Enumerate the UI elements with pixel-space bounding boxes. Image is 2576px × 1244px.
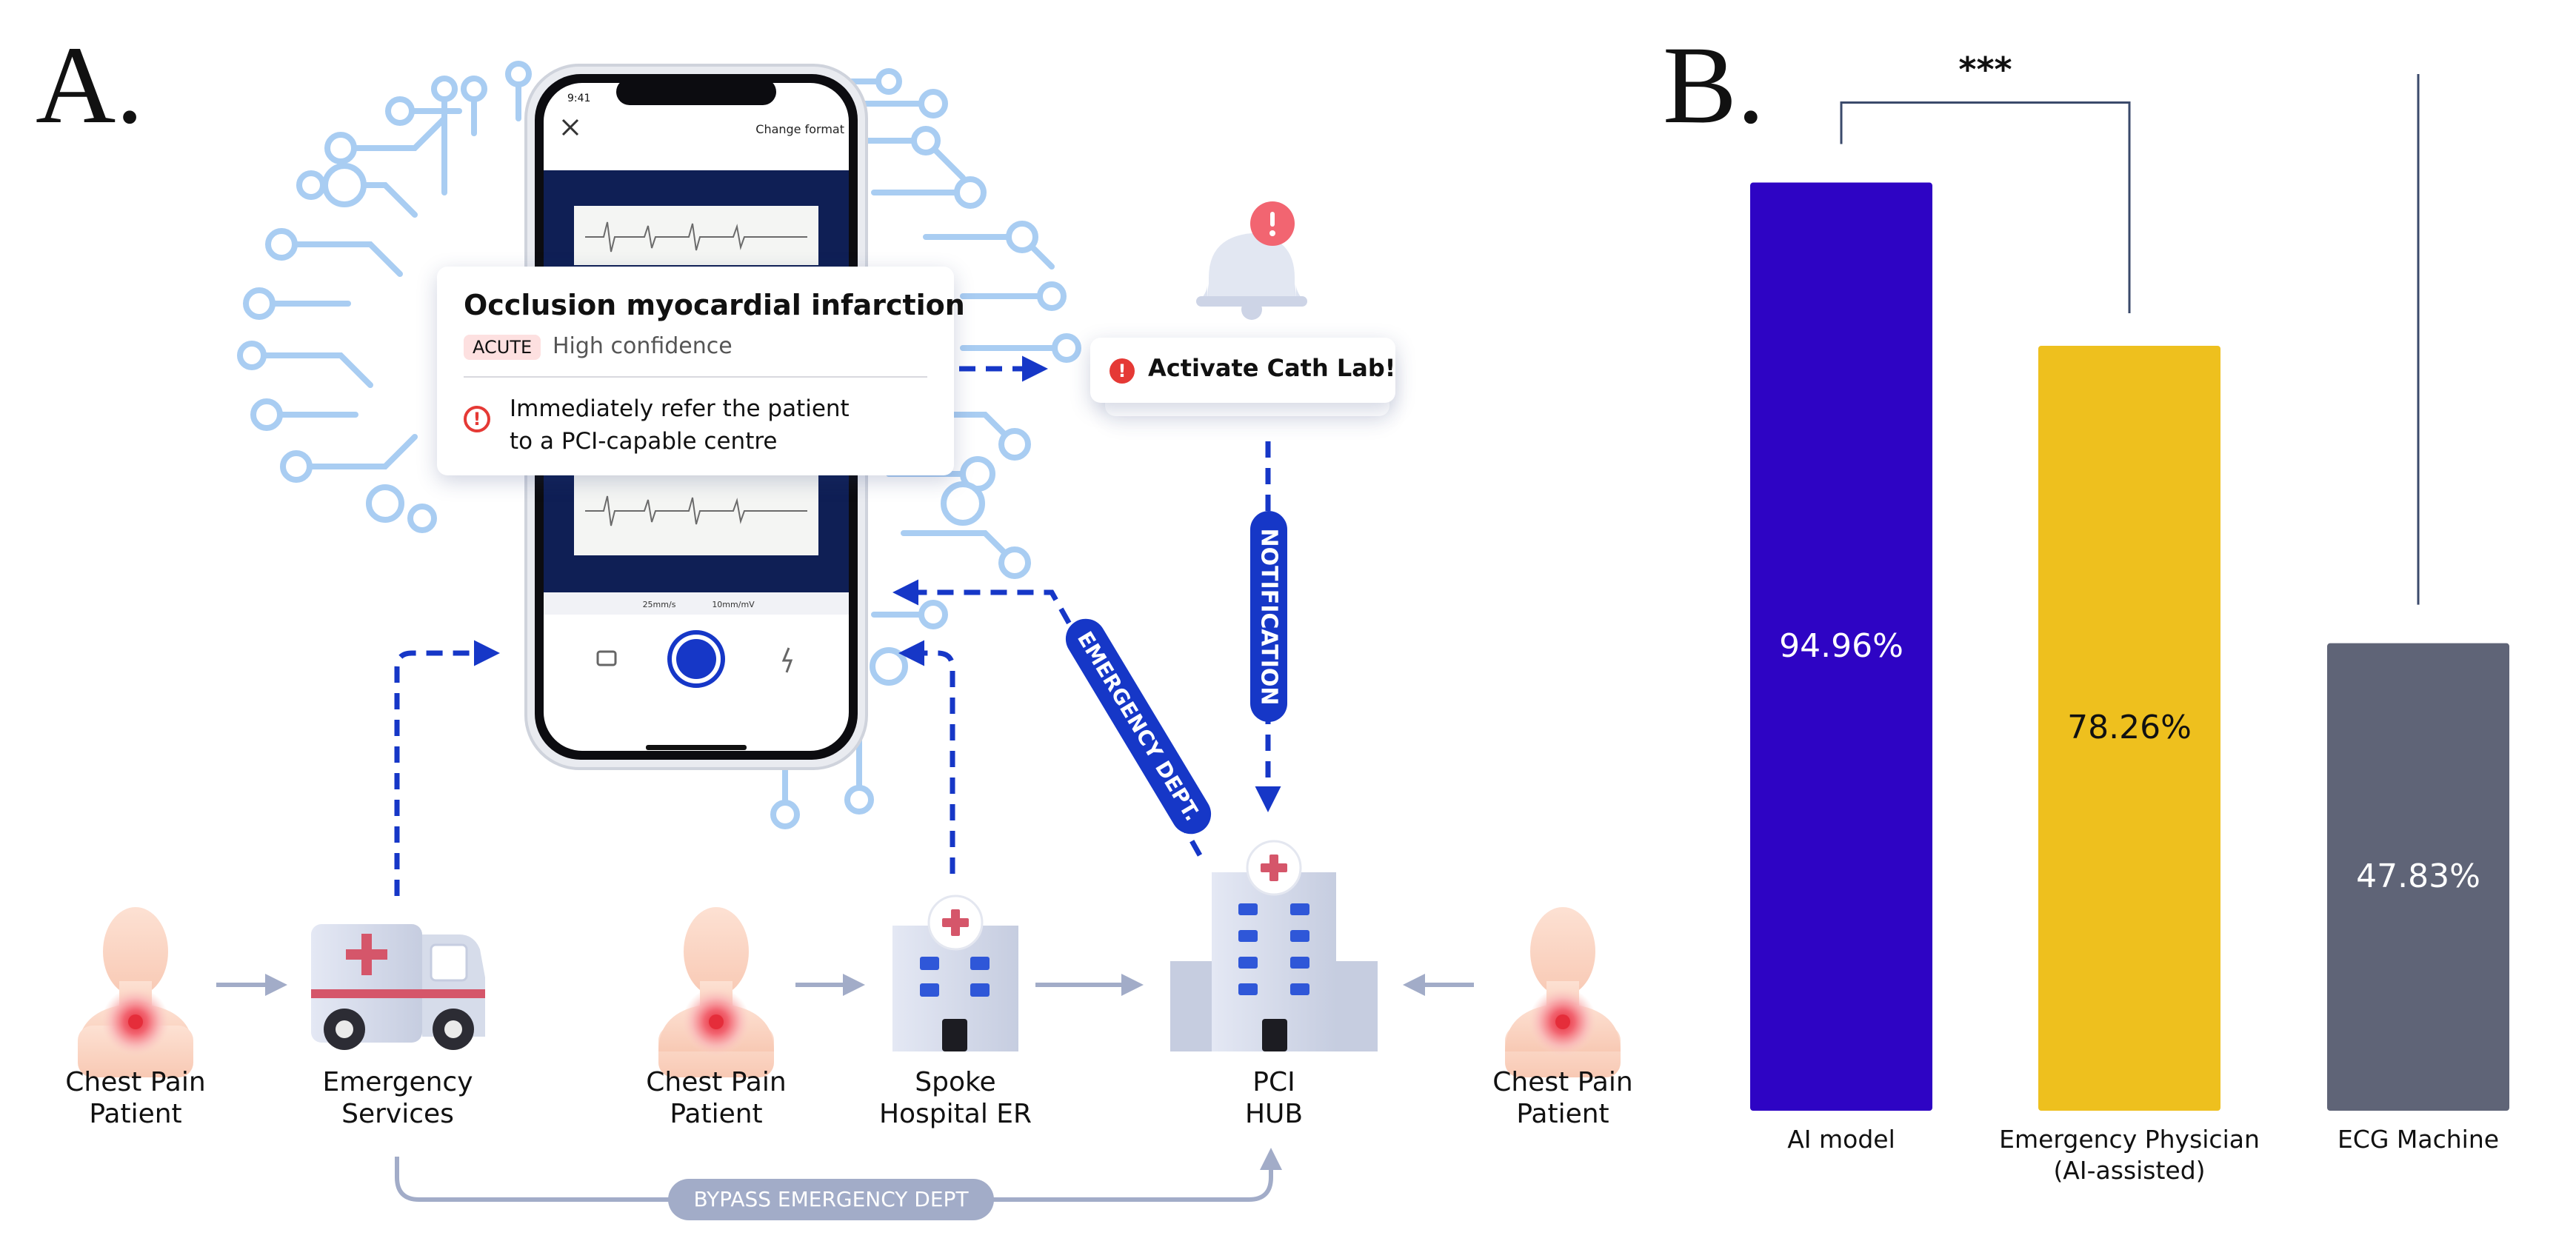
panel-a-letter: A. <box>36 24 144 147</box>
patient-icon-3 <box>1505 907 1621 1077</box>
warning-icon: ! <box>464 406 490 432</box>
advice-line-1: Immediately refer the patient <box>510 395 850 422</box>
ambulance-icon <box>311 924 485 1050</box>
change-format-link[interactable]: Change format <box>755 122 844 136</box>
significance-bracket-inner-stars: *** <box>1958 49 2012 90</box>
accuracy-bar-chart: 94.96% AI model 78.26% Emergency Physician(… <box>1704 0 2576 1244</box>
spoke-hospital-icon <box>892 894 1018 1051</box>
notification-pill: NOTIFICATION <box>1250 511 1287 722</box>
confidence-label: High confidence <box>553 333 733 359</box>
cath-lab-alert[interactable]: ! Activate Cath Lab! <box>1090 338 1395 403</box>
circuit-nodes <box>237 61 1081 829</box>
patient-icon-2 <box>658 907 774 1077</box>
bar-category-label-3: ECG Machine <box>2337 1125 2500 1154</box>
significance-bracket-outer-stars: *** <box>2086 0 2175 2</box>
bell-alert-icon <box>1196 201 1307 320</box>
bar-value-label-1: 94.96% <box>1779 627 1903 666</box>
bar-chart-svg <box>1750 74 2509 1111</box>
alert-label: Activate Cath Lab! <box>1148 354 1396 382</box>
gain-label: 10mm/mV <box>712 600 755 609</box>
paper-speed-label: 25mm/s <box>643 600 676 609</box>
bypass-label: BYPASS EMERGENCY DEPT <box>693 1187 969 1211</box>
alert-icon: ! <box>1110 358 1135 384</box>
notification-label: NOTIFICATION <box>1255 527 1282 706</box>
result-title: Occlusion myocardial infarction <box>464 289 965 321</box>
bypass-pill: BYPASS EMERGENCY DEPT <box>668 1179 994 1220</box>
phone-time: 9:41 <box>567 93 590 104</box>
result-card: Occlusion myocardial infarction ACUTE Hi… <box>437 267 965 475</box>
pci-hub-icon <box>1170 840 1378 1051</box>
bar-category-label-2: Emergency Physician(AI-assisted) <box>1999 1125 2260 1185</box>
panel-b-letter: B. <box>1663 24 1765 147</box>
bar-3 <box>2327 643 2509 1111</box>
acute-badge: ACUTE <box>464 335 541 360</box>
significance-bracket-inner <box>1840 101 2131 313</box>
bar-1 <box>1750 182 1932 1111</box>
bar-category-label-1: AI model <box>1787 1125 1895 1154</box>
dashed-flow-arrows <box>394 355 1281 896</box>
advice-line-2: to a PCI-capable centre <box>510 428 778 455</box>
bar-value-label-3: 47.83% <box>2356 857 2480 896</box>
bar-value-label-2: 78.26% <box>2067 709 2192 747</box>
card-divider <box>464 376 927 378</box>
patient-icon-1 <box>78 907 193 1077</box>
bar-2 <box>2038 345 2220 1111</box>
significance-bracket-outer <box>2417 74 2420 605</box>
